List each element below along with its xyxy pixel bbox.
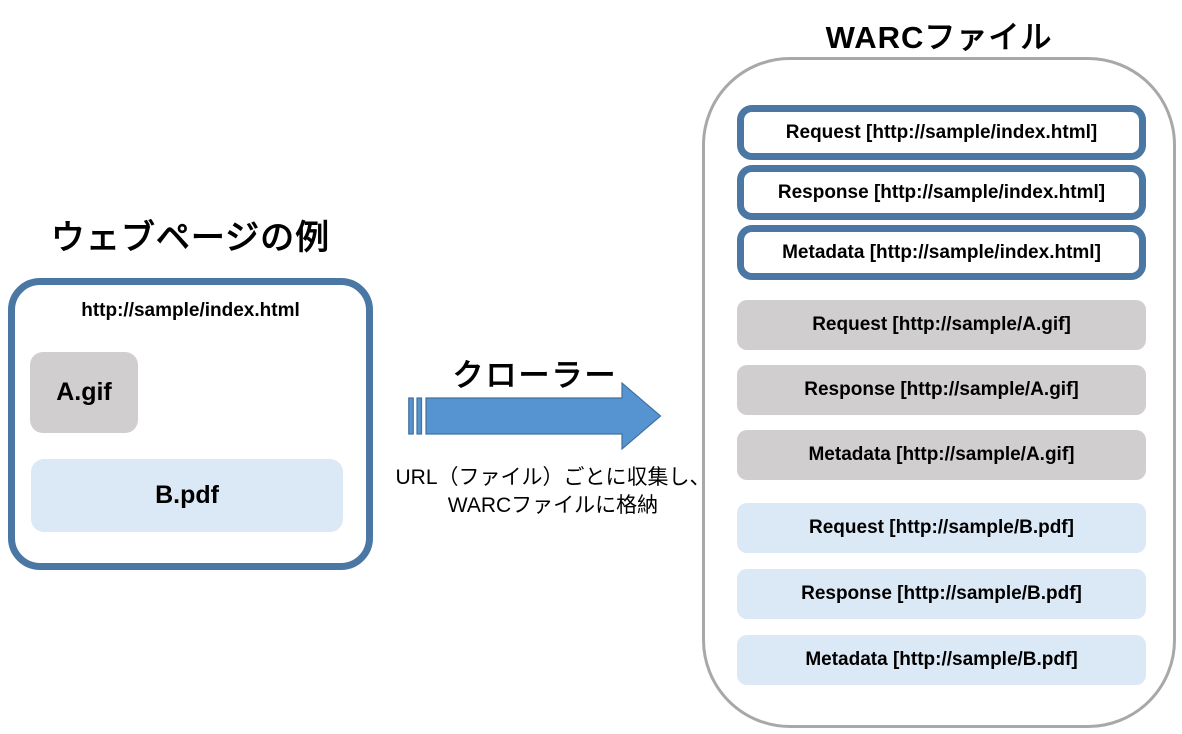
webpage-box: http://sample/index.html A.gif B.pdf: [8, 278, 373, 570]
warc-record-request-pdf: Request [http://sample/B.pdf]: [737, 503, 1146, 553]
webpage-url: http://sample/index.html: [81, 300, 300, 321]
warc-record-response-index: Response [http://sample/index.html]: [737, 165, 1146, 220]
warc-record-metadata-index: Metadata [http://sample/index.html]: [737, 225, 1146, 280]
warc-record-request-gif: Request [http://sample/A.gif]: [737, 300, 1146, 350]
warc-record-metadata-pdf: Metadata [http://sample/B.pdf]: [737, 635, 1146, 685]
warc-record-response-gif: Response [http://sample/A.gif]: [737, 365, 1146, 415]
warc-record-metadata-gif: Metadata [http://sample/A.gif]: [737, 430, 1146, 480]
warc-container: Request [http://sample/index.html] Respo…: [702, 57, 1176, 728]
crawler-label: クローラー: [452, 358, 618, 393]
file-a-gif-box: A.gif: [30, 352, 138, 433]
webpage-example-title: ウェブページの例: [50, 219, 331, 257]
warc-record-request-index: Request [http://sample/index.html]: [737, 105, 1146, 160]
crawler-caption-line-1: URL（ファイル）ごとに収集し、: [395, 466, 711, 489]
warc-record-response-pdf: Response [http://sample/B.pdf]: [737, 569, 1146, 619]
crawler-caption: URL（ファイル）ごとに収集し、 WARCファイルに格納: [383, 464, 723, 520]
file-b-pdf-box: B.pdf: [31, 459, 343, 532]
crawler-arrow-icon: [408, 382, 662, 450]
warc-file-title: WARCファイル: [825, 20, 1053, 55]
crawler-caption-line-2: WARCファイルに格納: [447, 494, 659, 517]
